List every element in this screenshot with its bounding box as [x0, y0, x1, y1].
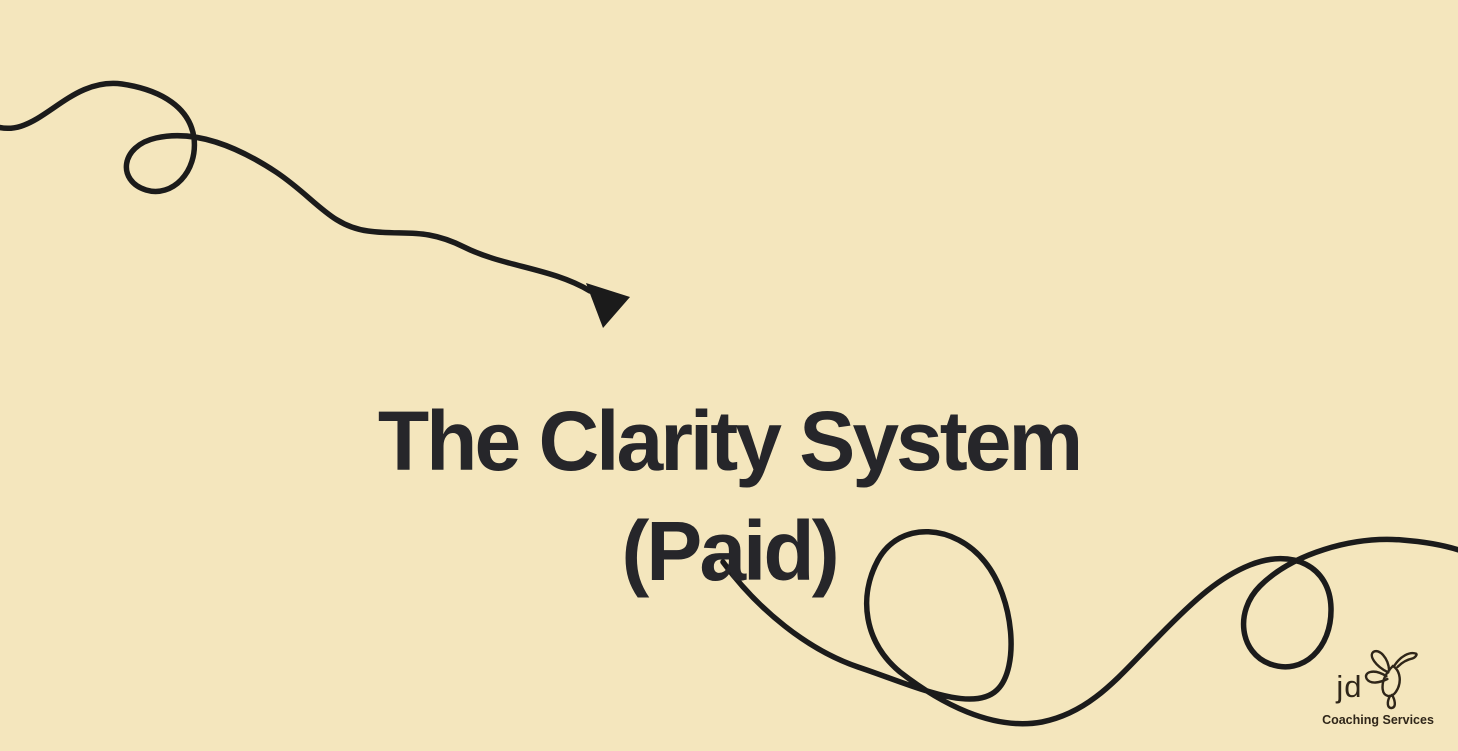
logo-monogram: jd — [1336, 669, 1363, 704]
title-line-1: The Clarity System — [377, 394, 1083, 489]
page-title: The Clarity System (Paid) — [0, 386, 1458, 606]
arrowhead-icon — [586, 283, 630, 328]
logo-row: jd — [1310, 648, 1446, 710]
title-line-2: (Paid) — [621, 504, 839, 599]
logo-tagline: Coaching Services — [1322, 713, 1434, 727]
hummingbird-icon — [1364, 649, 1418, 710]
brand-logo: jd Coaching Services — [1310, 648, 1446, 727]
